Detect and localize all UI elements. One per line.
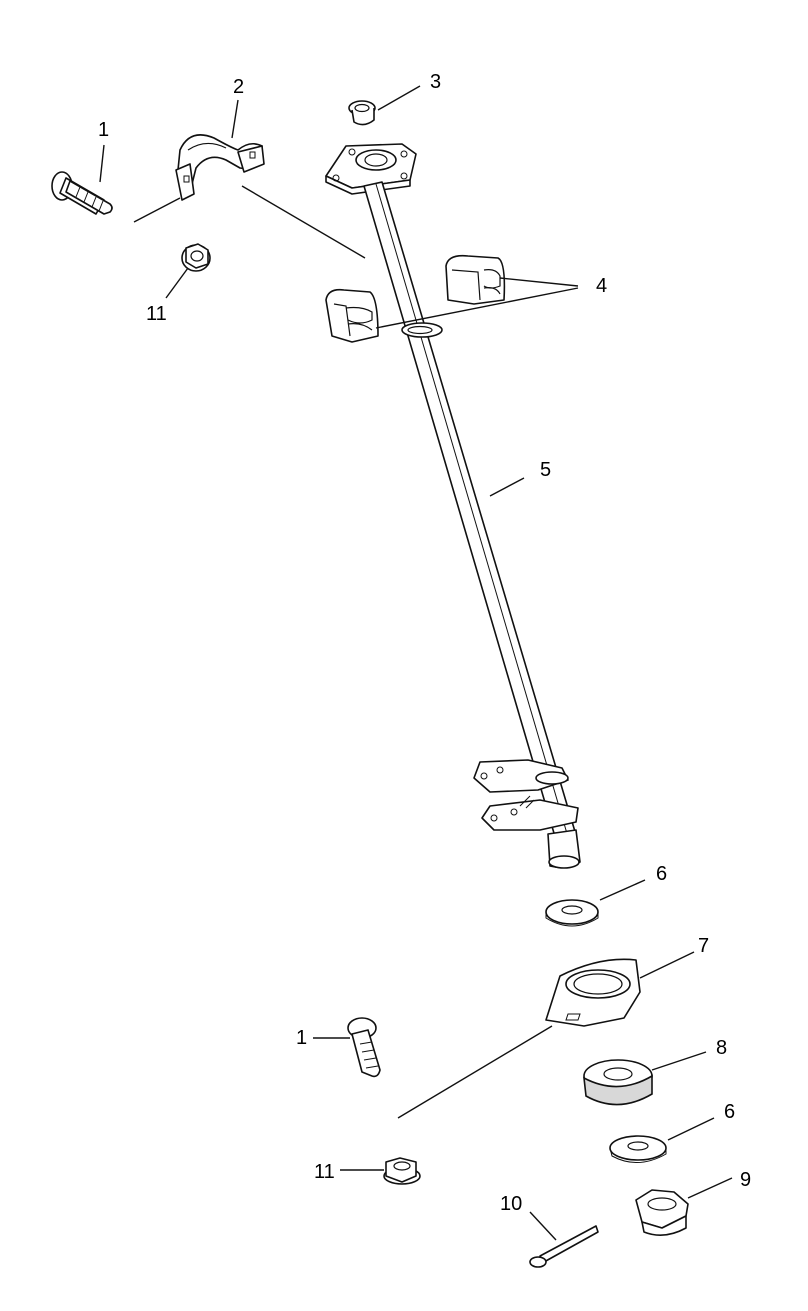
part-2-steering-clamp [175,134,265,201]
callout-6-upper: 6 [656,863,667,885]
callout-7: 7 [698,935,709,957]
part-11-flange-nut-upper [181,243,211,272]
part-1-carriage-bolt-upper [51,171,113,215]
callout-5: 5 [540,459,551,481]
part-6-washer-upper [545,899,599,927]
callout-9: 9 [740,1169,751,1191]
callout-10: 10 [500,1193,522,1215]
callout-1-lower: 1 [296,1027,307,1049]
callout-6-lower: 6 [724,1101,735,1123]
part-4-bushing-upper [445,254,506,305]
callout-2: 2 [233,76,244,98]
callout-11-upper: 11 [146,303,167,325]
callout-1-upper: 1 [98,119,109,141]
callout-3: 3 [430,71,441,93]
callout-4: 4 [596,275,607,297]
part-6-washer-lower [609,1135,667,1163]
part-7-plate [545,958,641,1027]
part-5-steering-post [325,143,581,869]
part-4-bushing-lower [325,288,379,343]
part-1-carriage-bolt-lower [347,1017,381,1078]
part-3-bushing [348,100,376,126]
part-9-nut [635,1189,689,1236]
part-11-flange-nut-lower [383,1157,421,1185]
part-10-cotter-pin [529,1225,599,1268]
callout-8: 8 [716,1037,727,1059]
callout-11-lower: 11 [314,1161,335,1183]
part-8-spacer [583,1059,653,1106]
